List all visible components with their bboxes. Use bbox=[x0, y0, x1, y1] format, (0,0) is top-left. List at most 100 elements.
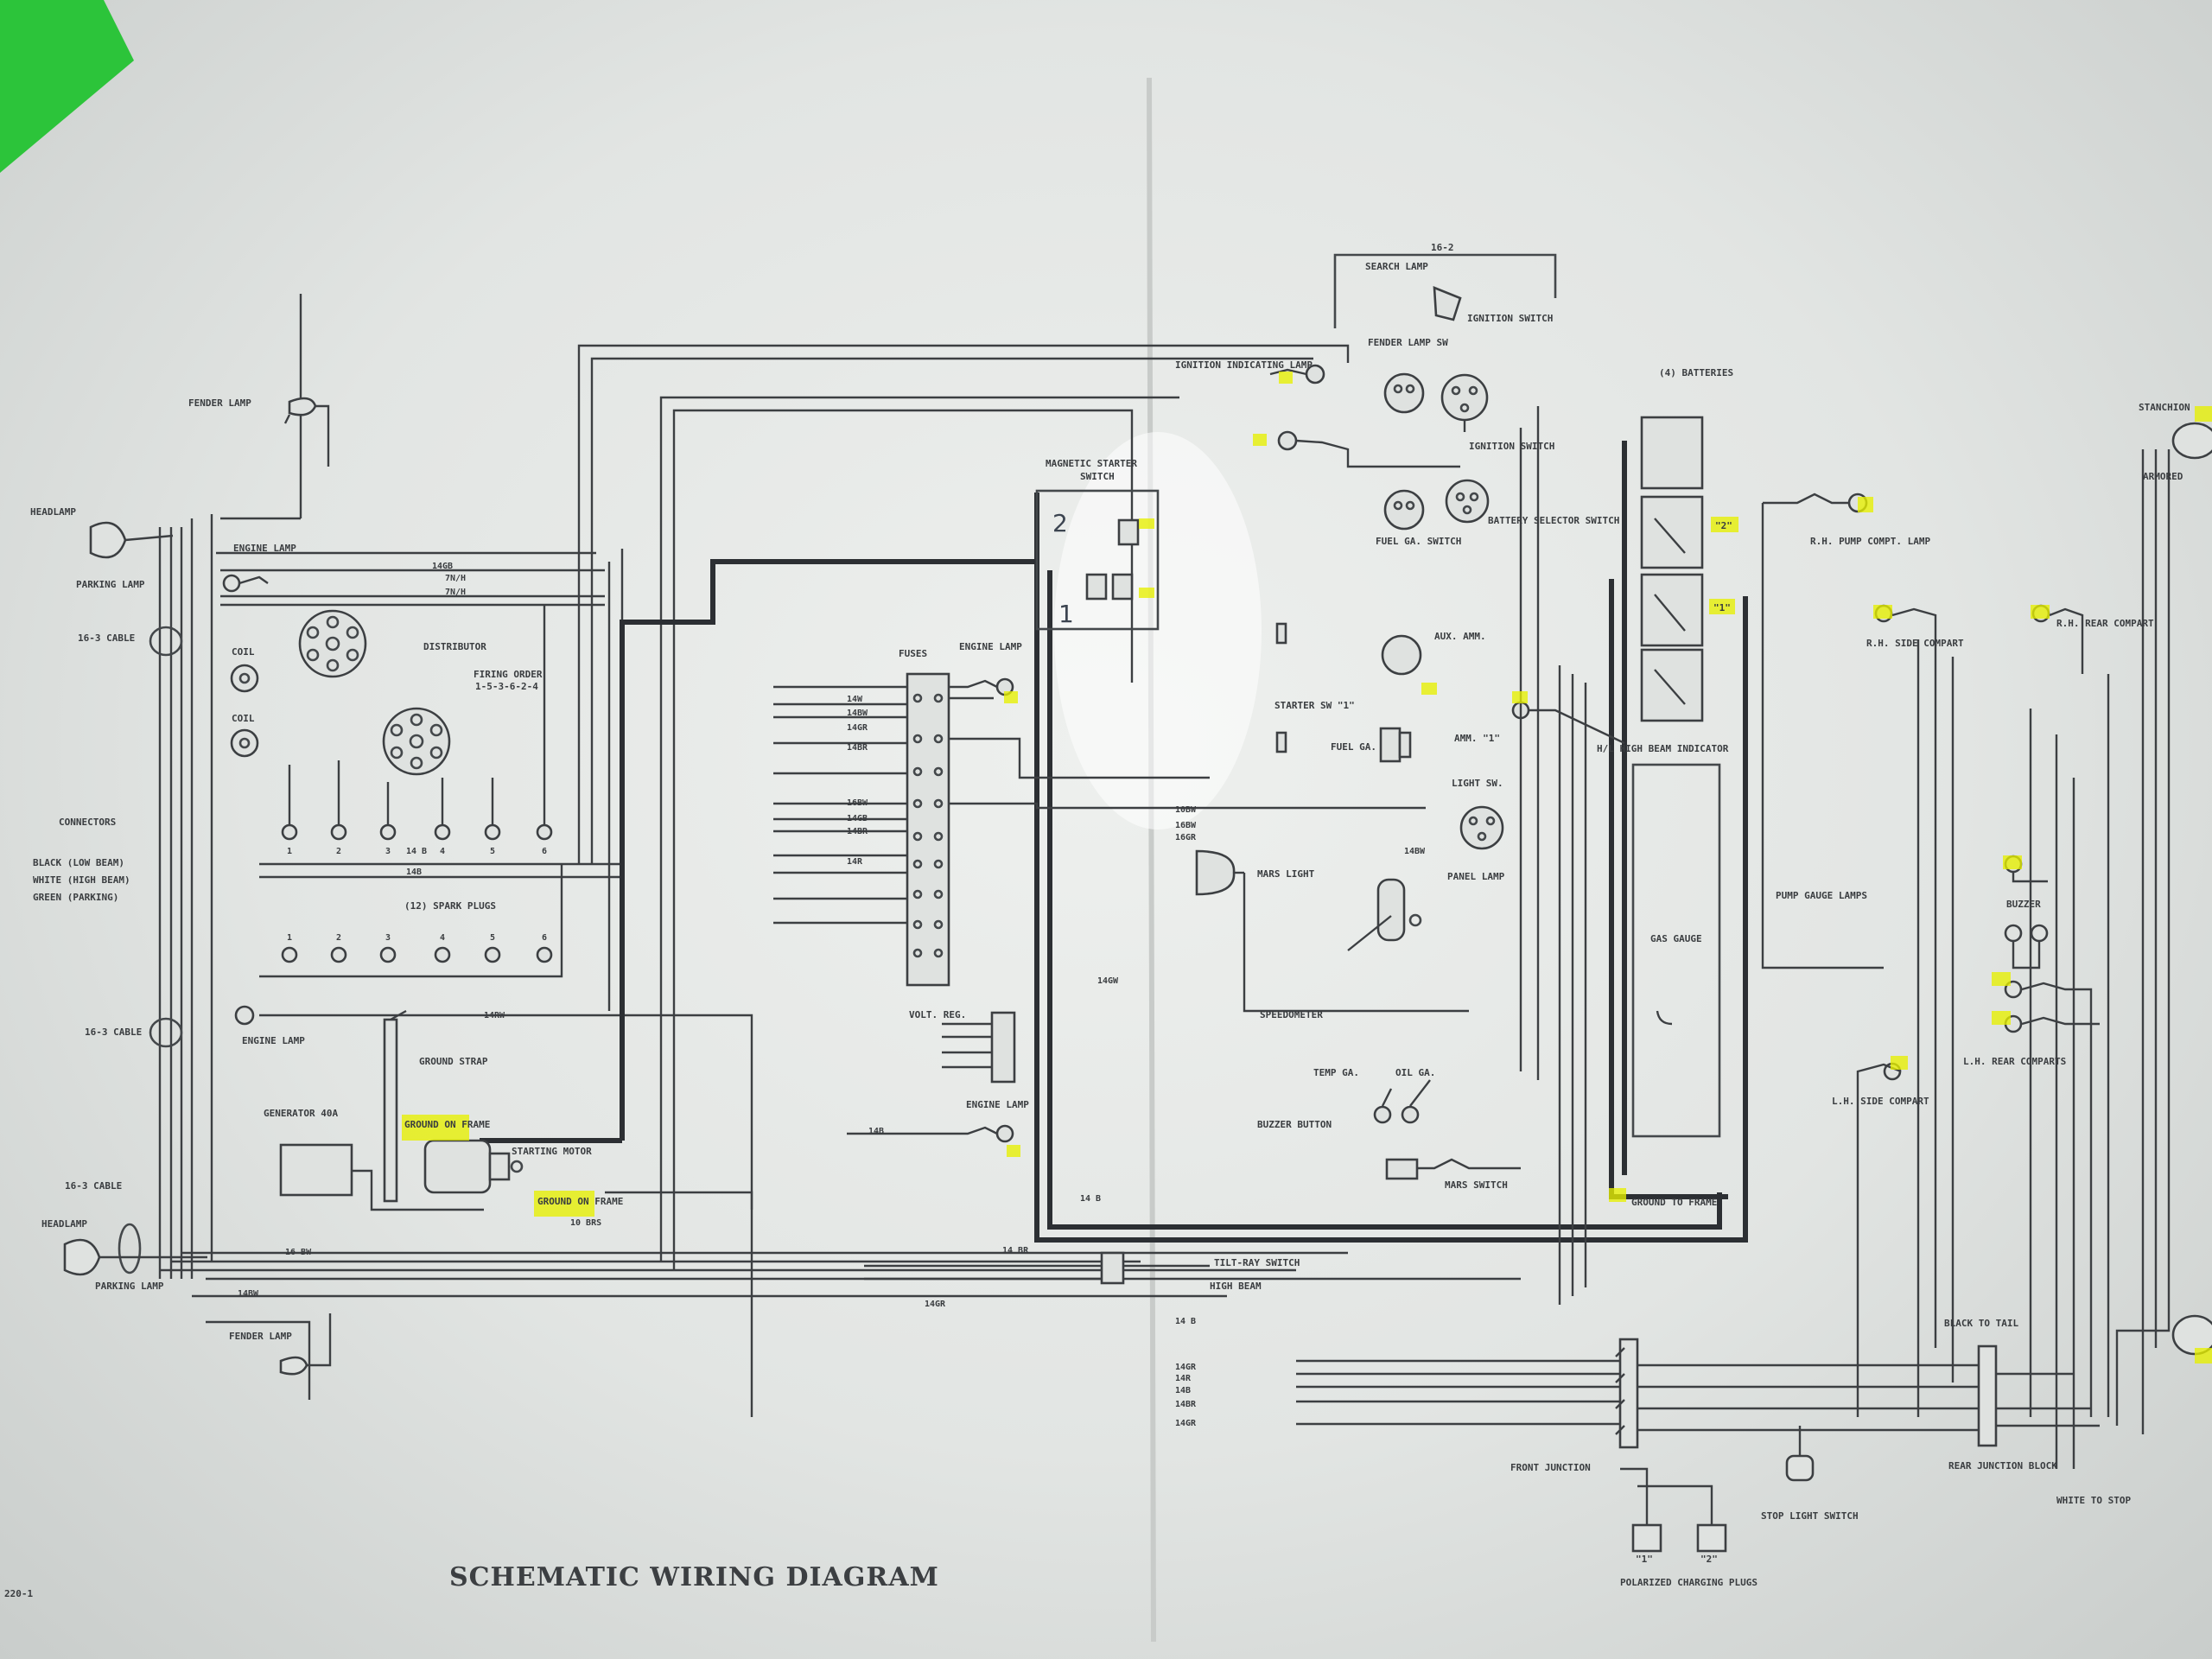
label-mars-light: MARS LIGHT bbox=[1257, 868, 1315, 880]
wire-code: 7N/H bbox=[445, 574, 466, 583]
fuel-ga-switch-symbol bbox=[1383, 489, 1425, 531]
label-pump-gauge-lamps: PUMP GAUGE LAMPS bbox=[1776, 890, 1867, 901]
label-buzzer: BUZZER bbox=[2006, 899, 2041, 910]
distributor-2-symbol bbox=[382, 707, 451, 776]
junction-mark-1: "1" bbox=[1636, 1554, 1653, 1565]
label-fuses: FUSES bbox=[899, 648, 927, 659]
wire-code: 14B bbox=[406, 868, 422, 877]
label-engine-lamp-left: ENGINE LAMP bbox=[233, 543, 296, 554]
wire-code: 14GR bbox=[925, 1300, 946, 1309]
highlighter-marks bbox=[402, 372, 2212, 1363]
label-lh-side-compart: L.H. SIDE COMPART bbox=[1832, 1096, 1929, 1107]
wire-code: 14B bbox=[1175, 1386, 1191, 1395]
heavy-cables bbox=[480, 441, 1748, 1243]
label-batteries: (4) BATTERIES bbox=[1659, 367, 1733, 378]
coil-1-symbol bbox=[230, 664, 259, 693]
junction-mark-2: "2" bbox=[1700, 1554, 1718, 1565]
plug-number: 2 bbox=[336, 933, 341, 943]
wire-code: 14BR bbox=[1175, 1400, 1197, 1409]
label-parking-lamp-top: PARKING LAMP bbox=[76, 579, 145, 590]
label-panel-lamp: PANEL LAMP bbox=[1447, 871, 1505, 882]
label-headlamp-top: HEADLAMP bbox=[30, 506, 76, 518]
label-search-lamp: SEARCH LAMP bbox=[1365, 261, 1428, 272]
label-temp-ga: TEMP GA. bbox=[1313, 1067, 1359, 1078]
label-polarized-plugs: POLARIZED CHARGING PLUGS bbox=[1620, 1577, 1758, 1588]
wire-code: 14GB bbox=[847, 814, 868, 823]
label-stanchion: STANCHION bbox=[2139, 402, 2190, 413]
plug-number: 5 bbox=[490, 847, 495, 856]
wire-code: 14GB bbox=[432, 562, 453, 571]
label-green-parking: GREEN (PARKING) bbox=[33, 892, 118, 903]
wire-code: 14BR bbox=[847, 743, 868, 753]
stop-light-switch-symbol bbox=[1785, 1426, 1815, 1482]
plug-number: 1 bbox=[287, 933, 292, 943]
panel-lamp-symbol bbox=[1376, 878, 1422, 942]
light-sw-symbol bbox=[1459, 805, 1504, 850]
spark-plugs-row-2 bbox=[259, 864, 563, 978]
wire-code: 14R bbox=[847, 857, 863, 867]
label-ignition-switch: IGNITION SWITCH bbox=[1467, 313, 1553, 324]
wire-code: 16 BW bbox=[285, 1248, 312, 1257]
engine-lamp-fuse-symbol bbox=[949, 677, 1014, 696]
headlamp-bottom-symbol bbox=[63, 1238, 207, 1276]
paper-fold bbox=[1147, 77, 1156, 1643]
label-headlamp-bottom: HEADLAMP bbox=[41, 1218, 87, 1230]
label-ground-on-frame-2: GROUND ON FRAME bbox=[537, 1196, 623, 1207]
gauges-symbol bbox=[1373, 1079, 1431, 1124]
label-amm-1: AMM. "1" bbox=[1454, 733, 1500, 744]
plug-number: 1 bbox=[287, 847, 292, 856]
mars-light-symbol bbox=[1195, 849, 1244, 896]
label-rh-pump-compt-lamp: R.H. PUMP COMPT. LAMP bbox=[1810, 536, 1930, 547]
label-lh-rear-comparts: L.H. REAR COMPARTS bbox=[1963, 1056, 2066, 1067]
left-cable-bundle bbox=[118, 514, 1521, 1298]
label-stop-light-switch: STOP LIGHT SWITCH bbox=[1761, 1510, 1859, 1522]
label-engine-lamp-fuse: ENGINE LAMP bbox=[959, 641, 1022, 652]
handwritten-2: 2 bbox=[1052, 509, 1068, 537]
ground-strap-symbol bbox=[383, 1009, 407, 1203]
label-rear-junction-block: REAR JUNCTION BLOCK bbox=[1948, 1460, 2057, 1471]
label-coil-1: COIL bbox=[232, 646, 255, 658]
wire-code: 14 B bbox=[1175, 1317, 1196, 1326]
engine-lamp-reg-symbol bbox=[847, 1124, 1014, 1143]
wire-code: 14BR bbox=[847, 827, 868, 836]
label-cable-16-3-c: 16-3 CABLE bbox=[65, 1180, 122, 1192]
wire-code: 14W bbox=[847, 695, 863, 704]
wire-code: 16GR bbox=[1175, 833, 1197, 842]
label-cable-16-3-b: 16-3 CABLE bbox=[85, 1027, 142, 1038]
wire-code: 16BW bbox=[847, 798, 868, 808]
aux-amm-symbol bbox=[1381, 634, 1422, 676]
label-engine-lamp-reg: ENGINE LAMP bbox=[966, 1099, 1029, 1110]
ignition-switch-symbol bbox=[1440, 373, 1489, 432]
label-ground-to-frame: GROUND TO FRAME bbox=[1631, 1197, 1717, 1208]
label-magnetic-starter-2: SWITCH bbox=[1080, 471, 1115, 482]
label-cable-16-3-a: 16-3 CABLE bbox=[78, 632, 135, 644]
search-lamp-box bbox=[1333, 253, 1557, 328]
starting-motor-symbol bbox=[423, 1139, 524, 1194]
fuel-ga-symbol bbox=[1379, 727, 1412, 763]
label-coil-2: COIL bbox=[232, 713, 255, 724]
label-generator: GENERATOR 40A bbox=[264, 1108, 338, 1119]
battery-mark-1: "1" bbox=[1713, 602, 1731, 613]
wire-code: 14R bbox=[1175, 1374, 1192, 1383]
ignition-switch-2-symbol bbox=[1445, 479, 1490, 524]
label-light-sw: LIGHT SW. bbox=[1452, 778, 1503, 789]
speedometer-wire bbox=[1243, 873, 1469, 1013]
label-armored: ARMORED bbox=[2143, 471, 2183, 482]
wire-code: 10 BRS bbox=[570, 1218, 601, 1228]
label-distributor: DISTRIBUTOR bbox=[423, 641, 486, 652]
headlamp-top-symbol bbox=[89, 521, 174, 559]
charging-plugs-symbol bbox=[1620, 1467, 1727, 1553]
handwritten-1: 1 bbox=[1058, 600, 1074, 628]
label-fender-lamp-bottom: FENDER LAMP bbox=[229, 1331, 292, 1342]
fuse-block-symbol bbox=[773, 672, 1426, 987]
wire-code: 14RW bbox=[484, 1011, 505, 1020]
label-parking-lamp-bottom: PARKING LAMP bbox=[95, 1281, 164, 1292]
right-bus bbox=[1519, 406, 2171, 1469]
fender-lamp-sw-symbol bbox=[1383, 372, 1425, 414]
wire-code: 14GR bbox=[847, 723, 868, 733]
coil-2-symbol bbox=[230, 728, 259, 758]
magnetic-starter-symbol bbox=[1035, 489, 1160, 631]
label-fuel-ga-switch: FUEL GA. SWITCH bbox=[1376, 536, 1461, 547]
